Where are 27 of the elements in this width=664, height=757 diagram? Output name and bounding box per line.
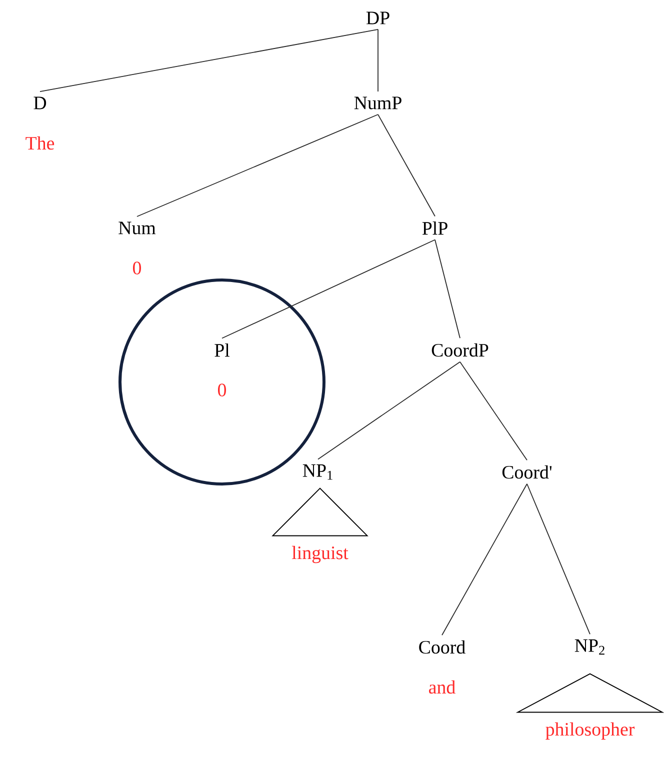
branch-line xyxy=(222,239,436,339)
branch-line xyxy=(442,483,528,636)
terminal-word: 0 xyxy=(218,384,226,396)
node-label: philosopher xyxy=(546,722,635,740)
branch-line xyxy=(378,114,436,217)
highlight-circle xyxy=(118,278,326,486)
category-label: NumP xyxy=(354,96,402,110)
terminal-word: The xyxy=(26,136,54,150)
category-label: DP xyxy=(366,12,390,24)
category-label: PlP xyxy=(422,221,448,235)
branch-line xyxy=(136,114,378,217)
category-label: CoordP xyxy=(432,343,488,357)
branch-line xyxy=(318,361,460,460)
node-label: linguist xyxy=(292,546,348,564)
terminal-word: and xyxy=(429,680,456,694)
category-label: NP$_{1}$ xyxy=(302,464,332,480)
branch-line xyxy=(40,28,378,92)
category-label: Coord' xyxy=(502,465,552,479)
category-label: Pl xyxy=(214,343,230,357)
category-label: NP$_{2}$ xyxy=(574,639,604,655)
category-label: Num xyxy=(118,222,156,234)
branch-line xyxy=(460,361,528,461)
category-label: D xyxy=(34,96,46,110)
category-label: Coord xyxy=(419,640,466,654)
branch-line xyxy=(526,483,590,635)
branch-line xyxy=(434,239,460,339)
terminal-word: 0 xyxy=(132,262,141,274)
